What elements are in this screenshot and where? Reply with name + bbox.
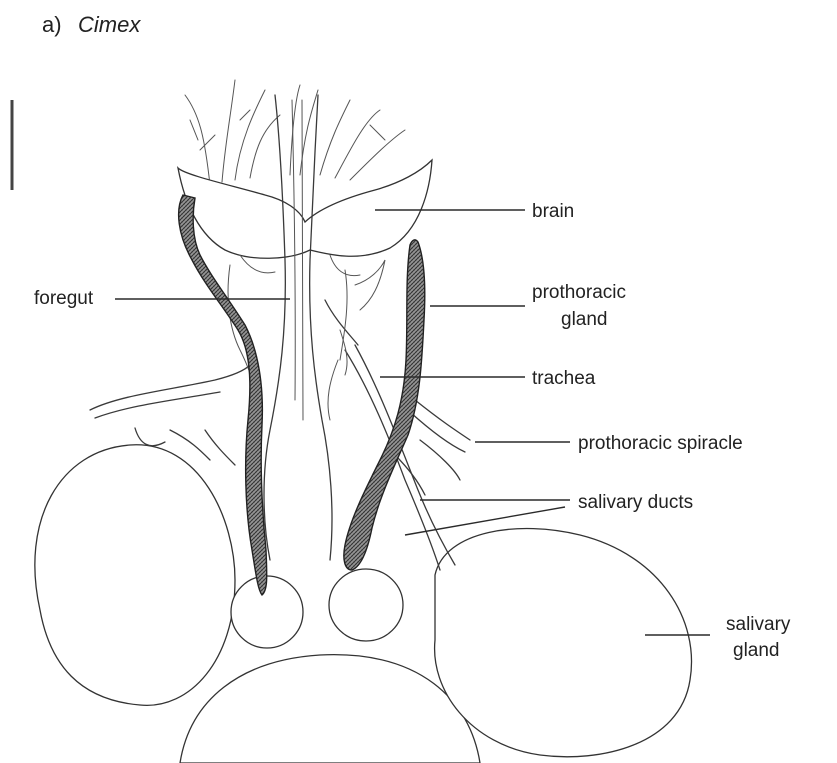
right-small-lobe (329, 569, 403, 641)
panel-letter: a) (42, 12, 62, 37)
panel-title-text: Cimex (78, 12, 141, 37)
label-brain: brain (532, 201, 574, 222)
label-foregut: foregut (34, 288, 94, 309)
label-salivary-gland-line2: gland (733, 640, 780, 661)
foregut-tube (264, 95, 332, 560)
right-salivary-lobe (435, 528, 692, 756)
left-salivary-lobe (35, 445, 235, 706)
label-salivary-gland-line1: salivary (726, 614, 791, 635)
brain-shape (178, 160, 432, 258)
label-prothoracic-gland-line2: gland (561, 309, 608, 330)
panel-title: a) Cimex (42, 12, 141, 37)
label-prothoracic-gland-line1: prothoracic (532, 282, 626, 303)
label-prothoracic-spiracle: prothoracic spiracle (578, 433, 743, 454)
tracheal-branches (185, 80, 405, 185)
left-small-lobe (231, 576, 303, 648)
label-salivary-ducts: salivary ducts (578, 492, 693, 513)
lower-center-lobe (180, 655, 480, 763)
label-trachea: trachea (532, 368, 596, 389)
